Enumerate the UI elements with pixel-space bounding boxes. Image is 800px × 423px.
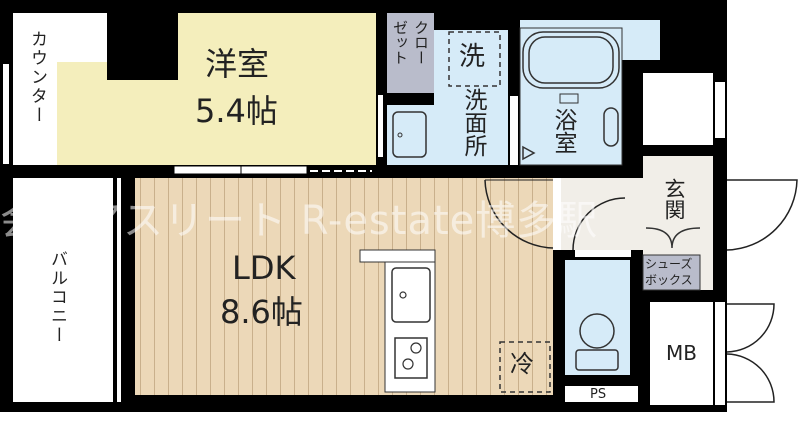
watermark: 会社アスリート R-estate博多駅 (0, 198, 599, 244)
washroom-label: 洗面所 (460, 88, 486, 157)
bathtub (522, 31, 620, 89)
fridge-space (499, 341, 551, 393)
mb-label: MB (666, 341, 697, 365)
balcony-label: バルコニー (47, 250, 67, 345)
shoebox-label-1: シューズ (645, 257, 693, 271)
storage-box (643, 73, 713, 145)
meter-box (650, 302, 713, 405)
stove (394, 337, 428, 379)
shoe-box (642, 254, 701, 291)
western-room-size: 5.4帖 (195, 92, 278, 130)
door-swing[interactable] (484, 179, 554, 249)
entrance-label: 玄関 (662, 178, 686, 220)
ldk-size: 8.6帖 (220, 293, 303, 331)
western-room (57, 13, 376, 165)
toilet (579, 313, 615, 349)
pillar (107, 13, 178, 80)
mb-door[interactable] (726, 353, 775, 403)
entrance-door[interactable] (726, 179, 798, 251)
closet-label-1: クロー (412, 20, 430, 65)
kitchen-counter (359, 249, 436, 263)
door-swing[interactable] (572, 197, 626, 251)
washing-machine-space (448, 31, 501, 87)
mb-door[interactable] (726, 303, 775, 353)
ldk-name: LDK (232, 249, 296, 287)
fridge-label: 冷 (510, 350, 534, 378)
counter-label: カウンター (27, 30, 47, 125)
washbasin (392, 111, 427, 158)
bathroom-label: 浴室 (550, 108, 576, 154)
ldk-floor (135, 178, 553, 395)
ps-label: PS (590, 387, 607, 402)
closet-label-2: ゼット (391, 20, 409, 65)
sliding-door[interactable] (173, 165, 242, 175)
washer-label: 洗 (459, 42, 486, 72)
balcony (13, 178, 113, 402)
shoebox-label-2: ボックス (645, 273, 693, 287)
sliding-door[interactable] (240, 165, 308, 175)
western-room-name: 洋室 (205, 45, 270, 83)
kitchen-sink (391, 267, 431, 323)
closet (387, 13, 434, 93)
ps-box (565, 386, 638, 402)
